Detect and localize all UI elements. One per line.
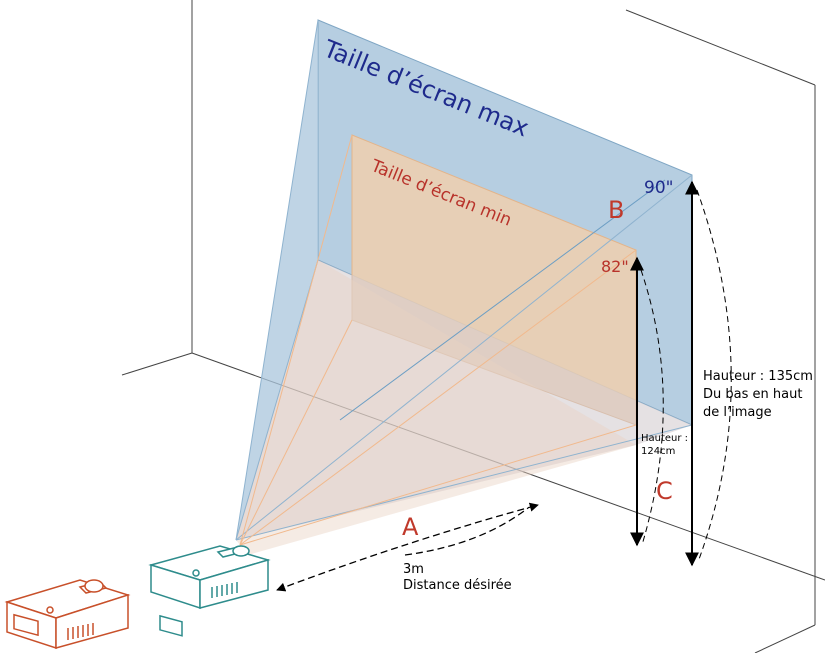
distance-arrow-lower: [404, 507, 529, 556]
beam-edges: [235, 19, 693, 541]
projector-near-icon: [148, 545, 271, 637]
ceiling-wall-line: [625, 9, 816, 86]
height-min-curve: [640, 269, 664, 546]
floor-right-line: [754, 624, 816, 654]
floor-left-line: [121, 352, 193, 376]
size-max-label: 90": [644, 178, 673, 198]
height-min-line1: Hauteur :: [641, 433, 688, 444]
letter-a: A: [402, 513, 419, 541]
height-max-line2: Du bas en haut: [703, 387, 802, 402]
beam-edges-min: [239, 134, 637, 546]
letter-c: C: [656, 477, 673, 505]
projection-beam-bottom: [236, 260, 692, 540]
distance-label: Distance désirée: [403, 578, 512, 593]
projection-beam-floor: [236, 260, 636, 555]
height-max-curve: [696, 189, 732, 563]
height-max-line1: Hauteur : 135cm: [703, 369, 813, 384]
distance-arrow: [276, 502, 539, 592]
size-min-label: 82": [601, 257, 629, 276]
height-max-line3: de l’image: [703, 405, 772, 420]
screen-diagonal-line: [339, 179, 666, 421]
height-min-line2: 124cm: [641, 446, 675, 457]
distance-value: 3m: [403, 562, 424, 577]
projector-far-icon: [4, 579, 131, 650]
letter-b: B: [608, 196, 624, 224]
